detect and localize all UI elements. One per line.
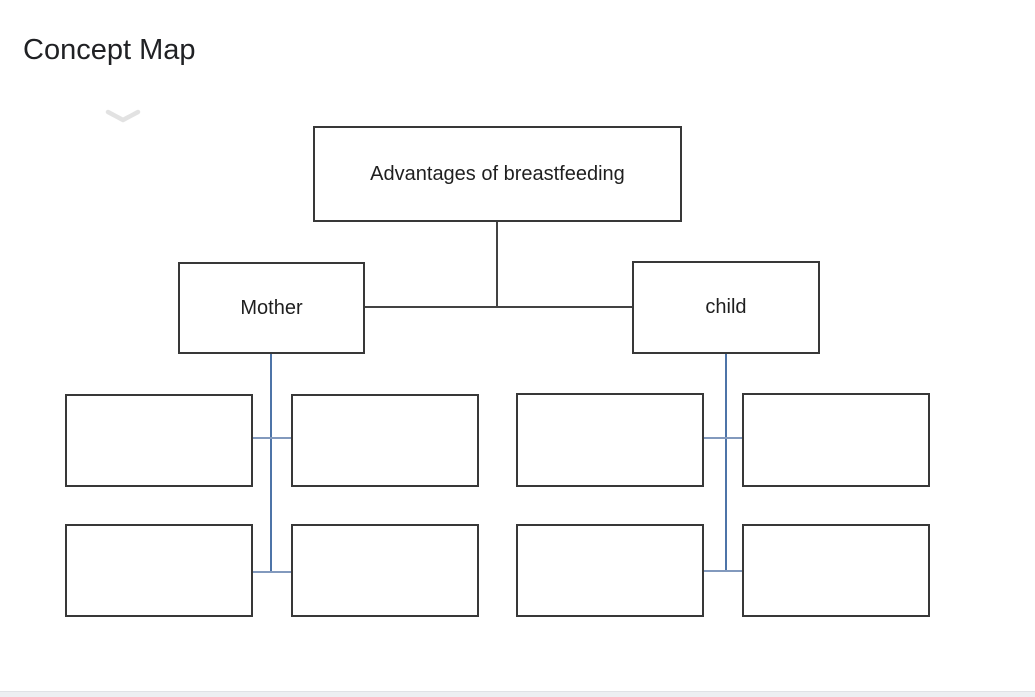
connector-branch-bar [365,306,632,308]
page-title: Concept Map [23,34,196,66]
connector-mother-stem [270,354,272,572]
empty-node-mother-4[interactable] [291,524,479,617]
connector-child-row2 [704,570,742,572]
concept-node-root[interactable]: Advantages of breastfeeding [313,126,682,222]
connector-root-stem [496,222,498,307]
bottom-edge-bar [0,691,1035,697]
concept-node-child[interactable]: child [632,261,820,354]
connector-child-stem [725,354,727,571]
empty-node-child-2[interactable] [742,393,930,487]
empty-node-mother-3[interactable] [65,524,253,617]
empty-node-child-1[interactable] [516,393,704,487]
chevron-down-icon[interactable] [104,108,142,124]
concept-node-child-label: child [705,296,747,318]
empty-node-mother-1[interactable] [65,394,253,487]
concept-node-mother[interactable]: Mother [178,262,365,354]
connector-child-row1 [704,437,742,439]
empty-node-mother-2[interactable] [291,394,479,487]
empty-node-child-4[interactable] [742,524,930,617]
empty-node-child-3[interactable] [516,524,704,617]
concept-node-root-label: Advantages of breastfeeding [370,162,625,185]
connector-mother-row1 [253,437,291,439]
concept-node-mother-label: Mother [240,296,303,319]
connector-mother-row2 [253,571,291,573]
